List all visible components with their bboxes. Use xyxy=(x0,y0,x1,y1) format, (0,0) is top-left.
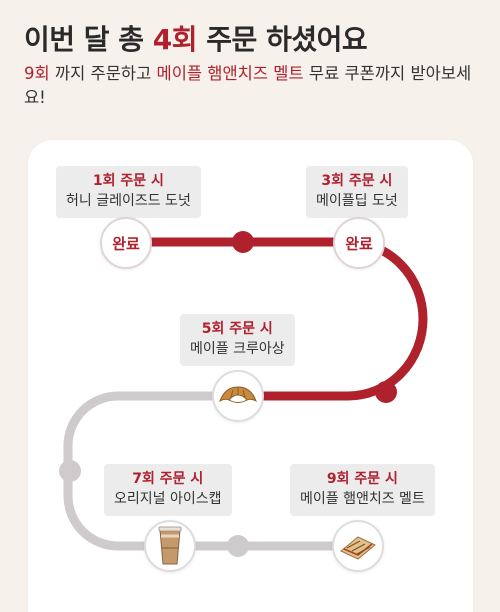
done-badge: 완료 xyxy=(112,234,140,253)
milestone-node-2: 완료 xyxy=(333,217,385,269)
milestone-node-4 xyxy=(144,520,196,572)
order-count: 4회 xyxy=(152,23,198,56)
milestone-reward: 메이플 크루아상 xyxy=(190,341,285,357)
croissant-icon xyxy=(219,386,257,403)
promo-subtitle: 9회 까지 주문하고 메이플 햄앤치즈 멜트 무료 쿠폰까지 받아보세요! xyxy=(24,64,472,107)
milestone-reward: 오리지널 아이스캡 xyxy=(114,491,222,507)
milestone-count: 7회 주문 시 xyxy=(132,471,204,487)
track-dot-8 xyxy=(227,535,249,557)
track-dot-4 xyxy=(375,381,397,403)
done-badge: 완료 xyxy=(345,234,373,253)
milestone-label-1: 1회 주문 시 허니 글레이즈드 도넛 xyxy=(56,166,201,218)
milestone-count: 1회 주문 시 xyxy=(92,173,164,189)
milestone-reward: 메이플딥 도넛 xyxy=(316,193,398,209)
iced-cap-icon xyxy=(158,526,182,565)
milestone-node-3 xyxy=(212,370,264,422)
page-title: 이번 달 총 4회 주문 하셨어요 xyxy=(24,23,368,56)
milestone-count: 9회 주문 시 xyxy=(326,471,398,487)
milestone-label-3: 5회 주문 시 메이플 크루아상 xyxy=(180,314,295,366)
milestone-count: 5회 주문 시 xyxy=(201,321,273,337)
milestone-node-1: 완료 xyxy=(100,217,152,269)
sandwich-icon xyxy=(340,536,376,560)
milestone-label-2: 3회 주문 시 메이플딥 도넛 xyxy=(306,166,408,218)
milestone-label-5: 9회 주문 시 메이플 햄앤치즈 멜트 xyxy=(290,464,435,516)
track-dot-6 xyxy=(59,460,81,482)
milestone-label-4: 7회 주문 시 오리지널 아이스캡 xyxy=(104,464,232,516)
goal-product: 메이플 햄앤치즈 멜트 xyxy=(156,64,304,83)
milestone-node-5 xyxy=(332,520,384,572)
milestone-reward: 허니 글레이즈드 도넛 xyxy=(66,193,191,209)
progress-card: 1회 주문 시 허니 글레이즈드 도넛 완료 3회 주문 시 메이플딥 도넛 완… xyxy=(28,140,473,612)
milestone-reward: 메이플 햄앤치즈 멜트 xyxy=(300,491,425,507)
track-dot-2 xyxy=(232,231,254,253)
goal-count: 9회 xyxy=(24,64,50,83)
milestone-count: 3회 주문 시 xyxy=(321,173,393,189)
